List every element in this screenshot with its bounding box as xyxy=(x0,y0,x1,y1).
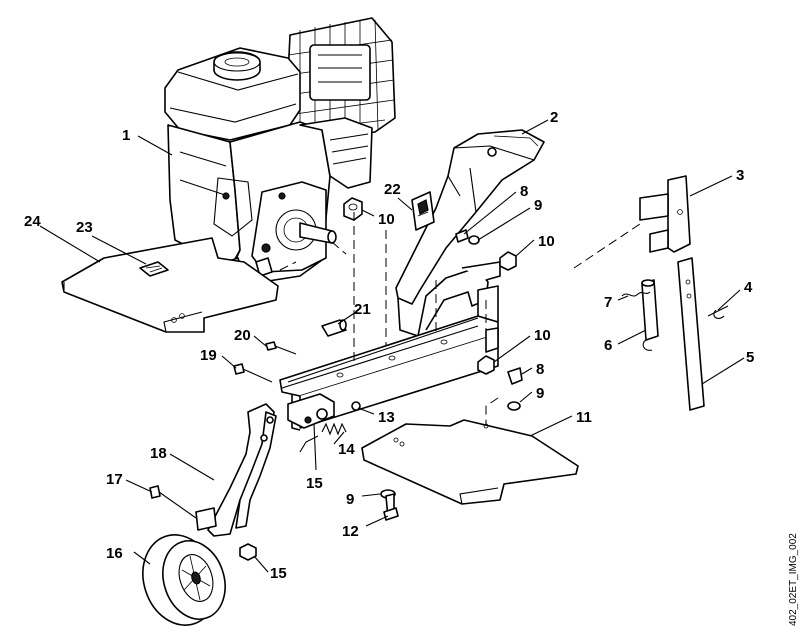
spring-clip xyxy=(621,291,651,297)
engine-block xyxy=(167,117,373,283)
callout-11: 11 xyxy=(576,409,592,426)
callout-3: 3 xyxy=(736,167,744,184)
leader-lines xyxy=(39,119,745,573)
handle-bar xyxy=(677,257,705,411)
callout-9c: 9 xyxy=(346,491,354,508)
bottom-plate xyxy=(361,419,579,505)
callout-20: 20 xyxy=(234,327,251,344)
image-reference-code: 402_02ET_IMG_002 xyxy=(788,533,799,626)
upper-bolt-set xyxy=(455,229,517,271)
decal-22 xyxy=(411,191,435,231)
bolt-19 xyxy=(233,363,273,383)
wheel xyxy=(142,534,226,626)
callout-8a: 8 xyxy=(520,183,528,200)
wheel-bracket xyxy=(195,403,277,537)
lower-hardware xyxy=(477,355,523,411)
engine-mount-nut xyxy=(343,197,363,221)
callout-23: 23 xyxy=(76,219,93,236)
callout-6: 6 xyxy=(604,337,612,354)
callout-12: 12 xyxy=(342,523,359,540)
callout-4: 4 xyxy=(744,279,753,296)
chute-housing xyxy=(395,129,545,337)
alignment-lines xyxy=(279,212,641,424)
callout-21: 21 xyxy=(354,301,371,318)
hair-pin xyxy=(707,305,729,319)
bracket-3 xyxy=(639,175,691,253)
callout-10c: 10 xyxy=(534,327,551,344)
main-frame xyxy=(279,285,499,431)
engine xyxy=(164,17,396,283)
callout-19: 19 xyxy=(200,347,217,364)
callout-10b: 10 xyxy=(538,233,555,250)
callout-18: 18 xyxy=(150,445,167,462)
spring xyxy=(299,422,347,453)
air-cleaner-cage xyxy=(285,17,396,143)
plate-bolt-set xyxy=(380,489,399,521)
callout-5: 5 xyxy=(746,349,754,366)
callout-10a: 10 xyxy=(378,211,395,228)
callout-24: 24 xyxy=(24,213,41,230)
callout-2: 2 xyxy=(550,109,558,126)
callout-14: 14 xyxy=(338,441,355,458)
fuel-tank xyxy=(164,47,301,141)
bolt-20 xyxy=(265,341,297,355)
callout-17: 17 xyxy=(106,471,123,488)
wheel-nut xyxy=(239,543,257,561)
callout-9a: 9 xyxy=(534,197,542,214)
callout-labels: 1 2 3 4 5 6 7 8 8 9 9 9 10 10 10 11 12 1… xyxy=(24,109,754,582)
callout-22: 22 xyxy=(384,181,401,198)
callout-13: 13 xyxy=(378,409,395,426)
decal-23 xyxy=(139,261,169,277)
callout-1: 1 xyxy=(122,127,130,144)
callout-9b: 9 xyxy=(536,385,544,402)
callout-7: 7 xyxy=(604,294,612,311)
callout-16: 16 xyxy=(106,545,123,562)
callout-15a: 15 xyxy=(306,475,323,492)
engine-base-plate xyxy=(61,237,279,333)
axle-bolt xyxy=(149,485,197,519)
callout-15b: 15 xyxy=(270,565,287,582)
callout-8b: 8 xyxy=(536,361,544,378)
roll-pin xyxy=(321,319,347,337)
lock-pin xyxy=(641,279,659,351)
